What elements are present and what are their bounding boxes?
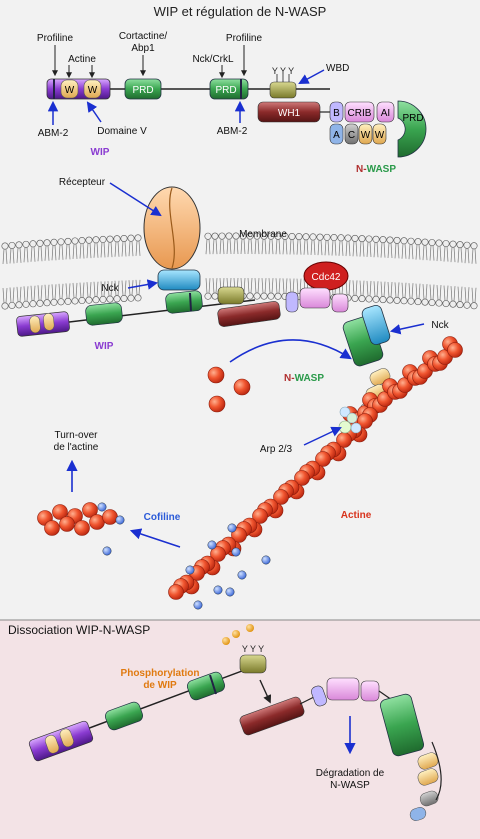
wbd-domain — [239, 654, 267, 674]
wip-domain-diagram: W W PRD PRD Profiline Actine Cortactine/… — [37, 31, 330, 158]
degradation-label-2: N-WASP — [330, 780, 370, 791]
turnover-label-1: Turn-over — [55, 430, 99, 441]
profiline-label: Profiline — [226, 33, 263, 44]
nck-left — [157, 269, 201, 291]
dissociation-title: Dissociation WIP-N-WASP — [8, 623, 150, 637]
degradation-label-1: Dégradation de — [316, 768, 385, 779]
a-domain — [409, 807, 427, 821]
crib-domain — [299, 287, 331, 309]
wip-name-label: WIP — [91, 147, 110, 158]
nwasp-prd — [379, 693, 425, 757]
abm2-label: ABM-2 — [217, 126, 248, 137]
nwasp-domain-diagram: Y Y Y WBD WH1 B CRIB AI A C W W PRD N-WA… — [257, 63, 427, 175]
receptor-group: Récepteur Membrane Nck Cdc42 — [59, 177, 349, 294]
wip-prd — [85, 302, 123, 326]
abp1-label: Abp1 — [131, 43, 155, 54]
nwasp-name-label: N-WASP — [356, 164, 396, 175]
cofiline-label: Cofiline — [144, 512, 181, 523]
wip-prd-domain-2 — [209, 78, 249, 100]
abm2-label: ABM-2 — [38, 128, 69, 139]
profiline-label: Profiline — [37, 33, 74, 44]
nwasp-prd-domain — [397, 100, 427, 158]
domaine-v-label: Domaine V — [97, 126, 147, 137]
b-domain — [311, 685, 327, 707]
wh1-domain — [217, 301, 281, 327]
phosphorylation-label-2: de WIP — [143, 680, 177, 691]
phosphorylation-label-1: Phosphorylation — [121, 668, 200, 679]
wip-w-motif-1 — [60, 79, 79, 99]
wbd-domain — [269, 81, 297, 99]
wip-nwasp-complex: WIP Nck N-WASP — [16, 286, 450, 429]
arp23-complex: Arp 2/3 — [260, 406, 362, 455]
ai-domain — [360, 680, 380, 702]
w-domain-2 — [372, 123, 387, 145]
prd-label: PRD — [402, 113, 423, 124]
cortactine-label: Cortactine/ — [119, 31, 168, 42]
wip-prd-domain-1 — [124, 78, 162, 100]
actine-label: Actine — [341, 510, 372, 521]
actine-label: Actine — [68, 54, 96, 65]
membrane-label: Membrane — [239, 229, 287, 240]
ai-domain — [376, 101, 395, 123]
nck-crkl-label: Nck/CrkL — [192, 54, 234, 65]
cofilin-molecules — [97, 502, 271, 610]
b-domain — [329, 101, 344, 123]
wip-label: WIP — [95, 341, 114, 352]
wbd-label: WBD — [326, 63, 349, 74]
recepteur-label: Récepteur — [59, 177, 106, 188]
wip-prd — [105, 701, 143, 731]
phospho-sites: Y Y Y — [242, 644, 264, 654]
wbd-domain — [217, 286, 245, 305]
ai-domain — [331, 293, 349, 313]
wh1-label: WH1 — [278, 108, 301, 119]
w-label: W — [88, 85, 98, 96]
w-domain — [417, 768, 439, 786]
wip-prd — [165, 290, 203, 314]
nck-right — [361, 305, 391, 345]
dissociation-section: Dissociation WIP-N-WASP Phosphorylation … — [8, 623, 442, 821]
b-label: B — [333, 108, 340, 119]
crib-domain — [326, 677, 360, 701]
w-label: W — [361, 130, 371, 141]
wip-w-motif-2 — [83, 79, 102, 99]
a-domain — [329, 123, 344, 145]
nwasp-label: N-WASP — [284, 373, 324, 384]
crib-domain — [344, 101, 375, 123]
c-domain — [419, 790, 439, 807]
nck-right-label: Nck — [431, 320, 449, 331]
wbd-phospho-sites: Y Y Y — [272, 66, 294, 76]
turnover-label-2: de l'actine — [54, 442, 99, 453]
wip-n-terminal-block — [16, 311, 70, 337]
actin-filaments — [37, 336, 463, 600]
a-label: A — [333, 130, 340, 141]
c-label: C — [348, 130, 355, 141]
ai-label: AI — [381, 108, 390, 119]
arp-label: Arp 2/3 — [260, 444, 293, 455]
b-domain — [285, 291, 299, 313]
prd-label: PRD — [132, 85, 153, 96]
w-label: W — [65, 85, 75, 96]
wip-n-terminal-block — [28, 720, 94, 762]
prd-label: PRD — [215, 85, 236, 96]
nck-left-label: Nck — [101, 283, 119, 294]
c-domain — [344, 123, 359, 145]
crib-label: CRIB — [348, 108, 372, 119]
page-title: WIP et régulation de N-WASP — [154, 4, 327, 19]
w-domain-1 — [358, 123, 373, 145]
wh1-domain — [239, 696, 305, 736]
w-label: W — [375, 130, 385, 141]
cdc42-label: Cdc42 — [312, 272, 341, 283]
cell-annotations: Turn-over de l'actine Cofiline Actine — [54, 430, 372, 548]
